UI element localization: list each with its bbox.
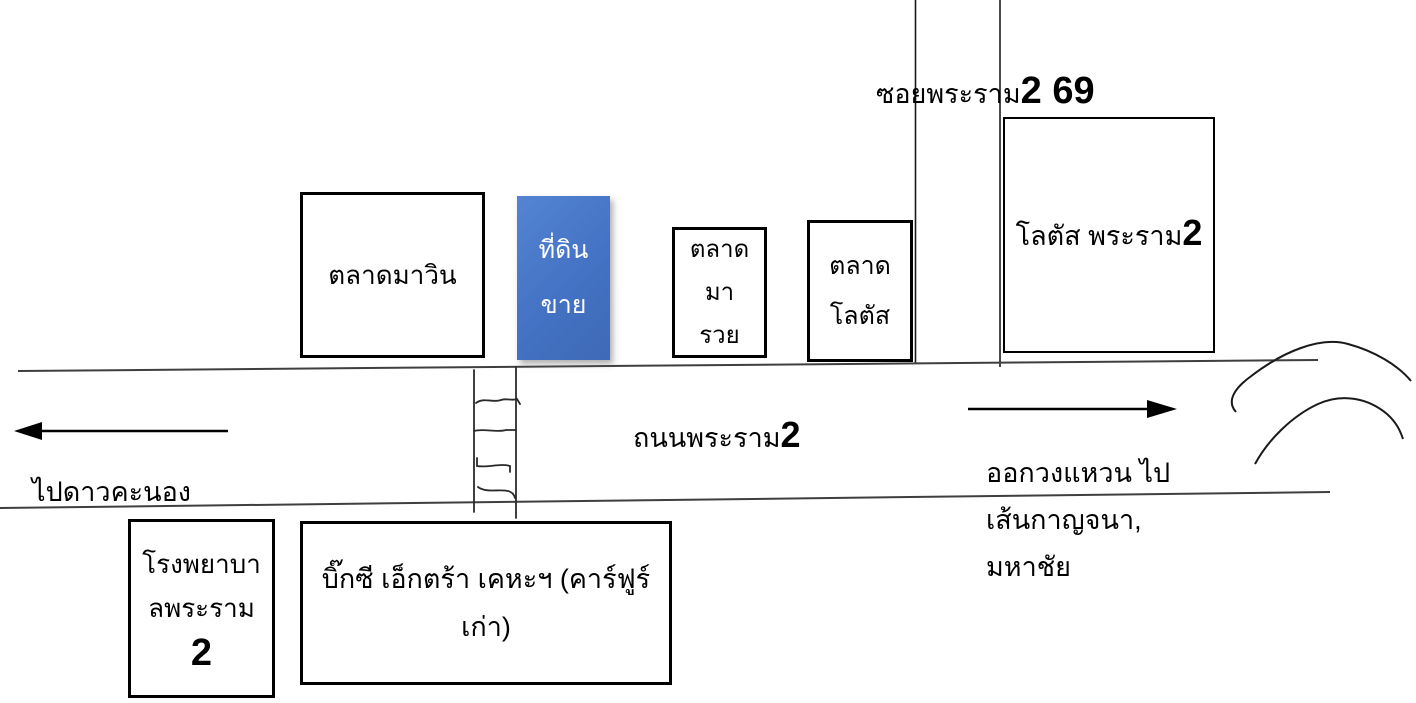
arrow-right-icon [968,400,1177,418]
arrow-left-icon [14,422,228,440]
soi-label-number: 2 69 [1020,70,1095,112]
main-road-upper-line [17,359,1319,372]
lotus-market-line2: โลตัส [829,302,891,330]
marvin-market-box: ตลาดมาวิน [300,192,485,358]
maruay-market-line1: ตลาด [689,236,750,263]
bigc-extra-box: บิ๊กซี เอ็กตร้า เคหะฯ (คาร์ฟูร์ เก่า) [300,521,672,685]
bigc-line2: เก่า) [461,612,511,642]
ramp-arc-outer [1230,340,1412,413]
maruay-market-box: ตลาด มา รวย [672,227,767,358]
rama2-hospital-box: โรงพยาบา ลพระราม 2 [128,519,275,698]
bigc-line1: บิ๊กซี เอ็กตร้า เคหะฯ (คาร์ฟูร์ [321,564,651,594]
maruay-market-line3: รวย [699,322,740,349]
land-for-sale-line1: ที่ดิน [538,236,589,264]
hospital-line1: โรงพยาบา [142,548,261,579]
lotus-market-box: ตลาด โลตัส [807,220,913,362]
marvin-market-label: ตลาดมาวิน [328,260,457,290]
direction-right-line3: มหาชัย [986,552,1071,582]
direction-right-line1: ออกวงแหวน ไป [986,458,1171,488]
hospital-line2: ลพระราม [148,592,255,623]
land-for-sale-line2: ขาย [540,291,587,319]
lotus-rama2-number: 2 [1182,211,1203,253]
hospital-number: 2 [190,631,213,674]
lotus-market-line1: ตลาด [829,252,891,280]
main-road-lower-line [0,491,1331,509]
lotus-rama2-thai: โลตัส พระราม [1015,220,1183,251]
direction-right-label: ออกวงแหวน ไป เส้นกาญจนา, มหาชัย [986,450,1170,591]
ramp-arc-inner [1254,397,1404,465]
road-label-number: 2 [780,414,801,455]
direction-right-line2: เส้นกาญจนา, [986,505,1142,535]
footbridge-sketch [473,366,521,519]
road-label-thai: ถนนพระราม [633,423,781,453]
direction-left-label: ไปดาวคะนอง [32,477,191,507]
land-for-sale-box: ที่ดิน ขาย [517,196,610,360]
soi-label-thai: ซอยพระราม [876,79,1021,109]
maruay-market-line2: มา [704,279,735,306]
